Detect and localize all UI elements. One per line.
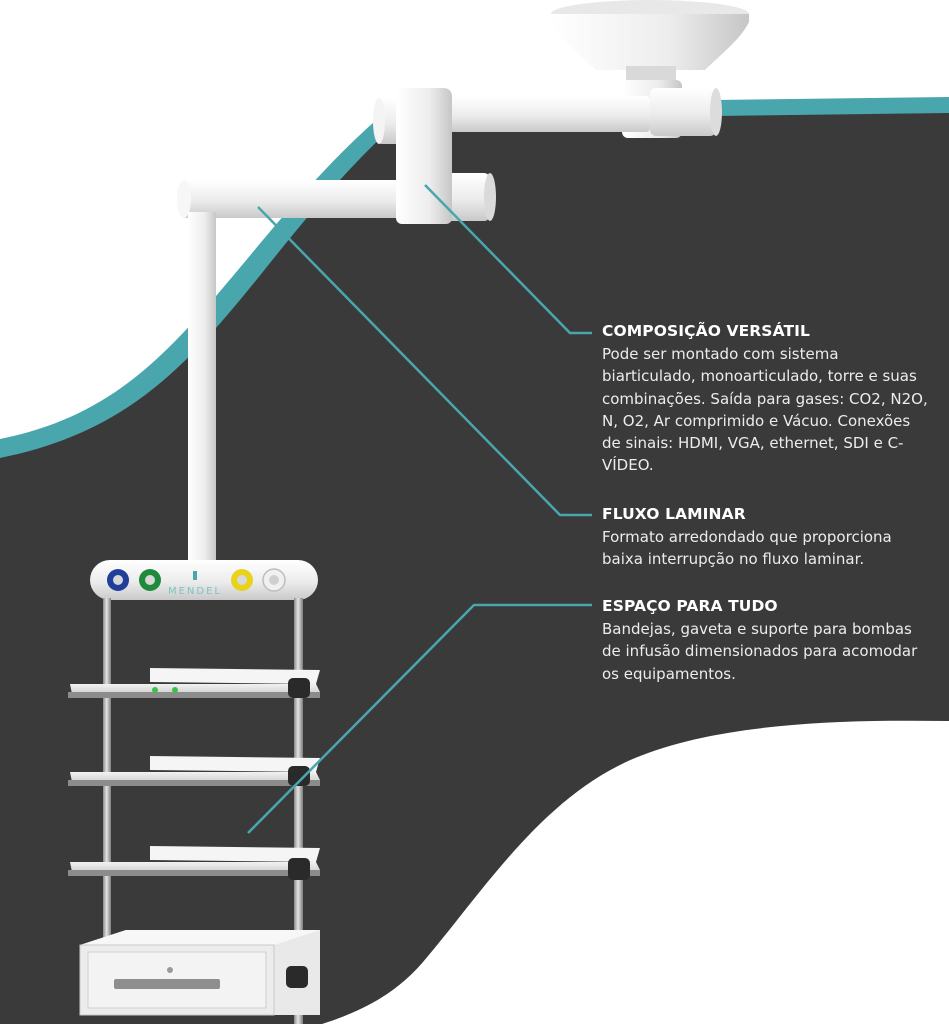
callout-line-fluxo [257, 206, 592, 517]
tray-1 [68, 668, 320, 698]
lower-arm [177, 166, 496, 224]
feature-title: ESPAÇO PARA TUDO [602, 597, 778, 615]
brand-logo: MENDEL [168, 586, 222, 597]
feature-description: Pode ser montado com sistema biarticulad… [602, 345, 928, 475]
feature-description: Formato arredondado que proporciona baix… [602, 528, 892, 569]
feature-title: COMPOSIÇÃO VERSÁTIL [602, 322, 810, 340]
feature-espaco: ESPAÇO PARA TUDO Bandejas, gaveta e supo… [602, 597, 932, 685]
callout-line-espaco [247, 603, 592, 834]
tray-2 [68, 756, 320, 786]
drop-column [188, 212, 216, 564]
feature-title: FLUXO LAMINAR [602, 505, 746, 523]
dark-background-shape [0, 113, 949, 1024]
feature-composicao: COMPOSIÇÃO VERSÁTIL Pode ser montado com… [602, 322, 932, 477]
drawer [79, 930, 320, 1016]
feature-fluxo-laminar: FLUXO LAMINAR Formato arredondado que pr… [602, 505, 932, 571]
right-pole [294, 598, 303, 1024]
gas-head-unit: MENDEL [90, 560, 318, 600]
callout-line-composicao [424, 184, 592, 335]
tray-3 [68, 846, 320, 880]
feature-description: Bandejas, gaveta e suporte para bombas d… [602, 620, 918, 683]
callout-lines [247, 184, 592, 834]
